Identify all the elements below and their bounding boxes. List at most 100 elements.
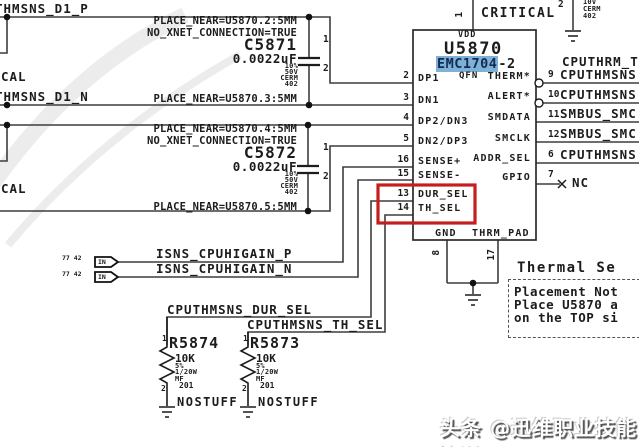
ic-pin-dur-sel: DUR_SEL — [418, 189, 469, 200]
cap-place-near-top: PLACE_NEAR=U5870.4:5MM — [153, 123, 297, 135]
vddcap-package: 402 — [583, 12, 597, 20]
note-line: Placement Not — [514, 284, 619, 299]
red-highlight-box — [376, 183, 477, 225]
res-package: 201 — [179, 381, 194, 390]
net-wires — [0, 0, 639, 345]
res-pin1-number: 1 — [243, 334, 248, 343]
cap-dielectric: CERM — [280, 74, 298, 82]
pin-number: 6 — [548, 149, 554, 160]
cap-voltage: 50V — [284, 68, 298, 76]
net-label-smbus-11: SMBUS_SMC — [560, 106, 637, 121]
res-refdes[interactable]: R5873 — [250, 334, 301, 352]
vddcap-dielectric: CERM — [583, 5, 601, 13]
cap-voltage: 50V — [284, 176, 298, 184]
vddcap-voltage: 10V — [583, 0, 597, 6]
ic-pin-sense-minus: SENSE- — [418, 170, 462, 181]
cap-place-near-bottom: PLACE_NEAR=U5870.5:5MM — [153, 201, 297, 213]
pin-number: 11 — [548, 109, 560, 120]
net-label-isns-n: ISNS_CPUHIGAIN_N — [156, 261, 293, 276]
pin-number: 10 — [548, 89, 560, 100]
ic-vdd-label: VDD — [458, 30, 477, 40]
net-label-cal-2: CAL — [1, 181, 27, 196]
ic-pin-thrm-pad: THRM_PAD — [472, 228, 530, 239]
res-pin2-number: 2 — [161, 384, 166, 393]
cap-dielectric: CERM — [280, 182, 298, 190]
net-label-thmsns-d1-p: THMSNS_D1_P — [0, 1, 89, 16]
ic-pin-dn2dp3: DN2/DP3 — [418, 136, 469, 147]
ic-refdes[interactable]: U5870 — [444, 39, 503, 59]
no-connect-icon — [557, 179, 567, 189]
pin-number: 12 — [548, 129, 560, 140]
watermark-text: 头条 @迅维职业技能培训 — [440, 416, 637, 447]
junction-dots — [3, 13, 477, 287]
cap-value: 0.0022uF — [232, 51, 297, 66]
cap-refdes[interactable]: C5872 — [243, 143, 297, 162]
ic-part-number[interactable]: EMC1704-2 — [436, 56, 516, 72]
net-label-cputhmsns-9: CPUTHMSNS — [560, 67, 637, 82]
cap-package: 402 — [284, 188, 298, 196]
ic-pin-smclk: SMCLK — [494, 133, 531, 144]
critical-label: CRITICAL — [481, 6, 556, 21]
pin-number: 2 — [403, 70, 409, 81]
res-pin1-number: 1 — [162, 334, 167, 343]
pin-number: 3 — [403, 92, 409, 103]
ic-pin-th-sel: TH_SEL — [418, 203, 462, 214]
port-page-refs: 77 42 — [62, 254, 82, 262]
net-label-smbus-12: SMBUS_SMC — [560, 126, 637, 141]
cap-no-xnet: NO_XNET_CONNECTION=TRUE — [147, 135, 297, 147]
resistor-symbol[interactable] — [239, 332, 257, 406]
capacitor-plates — [297, 56, 320, 175]
net-label-cal-1: CAL — [1, 69, 27, 84]
pin-number: 9 — [548, 69, 554, 80]
cap-pin-number: 2 — [323, 63, 329, 74]
pin-number: 13 — [397, 188, 409, 199]
net-label-cputhrm: CPUTHRM_T — [562, 54, 639, 69]
ic-pin-dp1: DP1 — [418, 73, 440, 84]
pin-number: 4 — [403, 112, 409, 123]
active-low-bubble-icon — [534, 78, 544, 108]
cap-place-near-bottom: PLACE_NEAR=U5870.3:5MM — [153, 93, 297, 105]
pin-number: 14 — [397, 202, 409, 213]
cap-pin-number: 1 — [323, 34, 329, 45]
ic-pin-dn1: DN1 — [418, 95, 440, 106]
pin-number: 8 — [431, 249, 443, 256]
pin-number: 16 — [397, 154, 409, 165]
port-in-label: IN — [98, 273, 106, 281]
cap-refdes[interactable]: C5871 — [243, 35, 297, 54]
ic-pin-alert: ALERT* — [487, 91, 531, 102]
cap-package: 402 — [284, 80, 298, 88]
note-dashed-box — [508, 279, 639, 338]
background-watermark — [0, 7, 242, 248]
res-package: 201 — [260, 381, 275, 390]
ic-pin-therm: THERM* — [487, 71, 531, 82]
ic-part-highlight[interactable]: EMC1704 — [436, 56, 499, 72]
ic-package-label: QFN — [459, 71, 479, 81]
cap-tolerance: 10% — [284, 62, 298, 70]
resistor-symbol[interactable] — [158, 317, 176, 406]
res-tolerance: 5% — [175, 362, 184, 370]
net-label-thmsns-d1-n: THMSNS_D1_N — [0, 89, 89, 104]
ic-pin-gpio: GPIO — [502, 172, 531, 183]
net-label-cputhmsns-6: CPUTHMSNS — [560, 147, 637, 162]
note-line: Place U5870 a — [514, 297, 619, 312]
net-label-th-sel: CPUTHMSNS_TH_SEL — [247, 317, 384, 332]
res-tolerance: 5% — [256, 362, 265, 370]
input-port-icon[interactable] — [94, 256, 120, 283]
net-label-dur-sel: CPUTHMSNS_DUR_SEL — [167, 302, 312, 317]
port-in-label: IN — [98, 258, 106, 266]
ic-pin-number-1: 1 — [454, 11, 466, 18]
res-value: 10K — [256, 352, 276, 365]
note-title: Thermal Se — [517, 260, 617, 276]
ic-part-suffix: -2 — [498, 56, 516, 72]
vddcap-pin-number: 2 — [558, 0, 564, 10]
nc-label: NC — [572, 175, 590, 190]
res-value: 10K — [175, 352, 195, 365]
res-power: 1/20W — [175, 368, 198, 376]
res-type: MF — [256, 375, 265, 383]
ground-symbol — [159, 30, 581, 418]
res-refdes[interactable]: R5874 — [169, 334, 220, 352]
ic-pin-sense-plus: SENSE+ — [418, 156, 462, 167]
net-label-isns-p: ISNS_CPUHIGAIN_P — [156, 246, 293, 261]
